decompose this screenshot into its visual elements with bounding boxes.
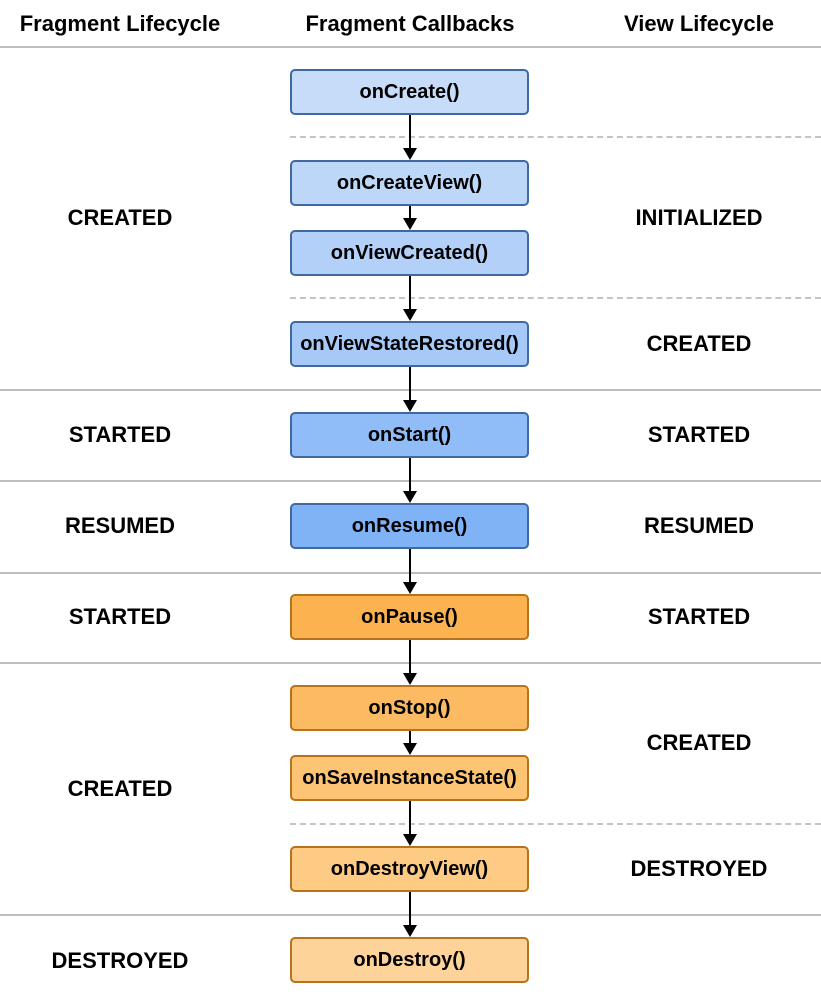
arrow-head xyxy=(403,582,417,594)
view-state-resumed: RESUMED xyxy=(643,513,754,538)
view-state-destroyed: DESTROYED xyxy=(630,856,768,881)
view-state-created: CREATED xyxy=(646,730,752,755)
fragment-state-created: CREATED xyxy=(67,205,173,230)
callback-on-start: onStart() xyxy=(290,412,529,458)
view-lifecycle-header: View Lifecycle xyxy=(623,11,774,36)
view-state-started: STARTED xyxy=(647,604,751,629)
header-divider xyxy=(0,46,821,48)
arrow-down-icon xyxy=(402,276,418,321)
fragment-state-started: STARTED xyxy=(68,422,172,447)
arrow-head xyxy=(403,218,417,230)
view-divider-dashed xyxy=(290,823,821,825)
arrow-shaft xyxy=(409,892,411,927)
arrow-down-icon xyxy=(402,115,418,160)
arrow-down-icon xyxy=(402,367,418,412)
fragment-state-destroyed: DESTROYED xyxy=(51,948,189,973)
arrow-shaft xyxy=(409,115,411,150)
arrow-shaft xyxy=(409,206,411,220)
view-state-created: CREATED xyxy=(646,331,752,356)
arrow-head xyxy=(403,743,417,755)
view-divider-dashed xyxy=(290,136,821,138)
arrow-head xyxy=(403,925,417,937)
fragment-state-created: CREATED xyxy=(67,776,173,801)
arrow-shaft xyxy=(409,731,411,745)
fragment-state-started: STARTED xyxy=(68,604,172,629)
callback-on-destroy: onDestroy() xyxy=(290,937,529,983)
view-state-initialized: INITIALIZED xyxy=(635,205,763,230)
callback-on-resume: onResume() xyxy=(290,503,529,549)
callback-on-stop: onStop() xyxy=(290,685,529,731)
callback-on-create-view: onCreateView() xyxy=(290,160,529,206)
arrow-head xyxy=(403,834,417,846)
arrow-shaft xyxy=(409,549,411,584)
arrow-head xyxy=(403,309,417,321)
arrow-down-icon xyxy=(402,801,418,846)
arrow-shaft xyxy=(409,458,411,493)
callback-on-view-state-restored: onViewStateRestored() xyxy=(290,321,529,367)
arrow-head xyxy=(403,491,417,503)
callback-on-destroy-view: onDestroyView() xyxy=(290,846,529,892)
callback-on-save-instance-state: onSaveInstanceState() xyxy=(290,755,529,801)
arrow-down-icon xyxy=(402,206,418,230)
arrow-down-icon xyxy=(402,458,418,503)
arrow-head xyxy=(403,673,417,685)
fragment-lifecycle-header: Fragment Lifecycle xyxy=(19,11,221,36)
arrow-shaft xyxy=(409,640,411,675)
callback-on-pause: onPause() xyxy=(290,594,529,640)
callback-on-create: onCreate() xyxy=(290,69,529,115)
arrow-head xyxy=(403,400,417,412)
arrow-down-icon xyxy=(402,640,418,685)
arrow-down-icon xyxy=(402,549,418,594)
fragment-callbacks-header: Fragment Callbacks xyxy=(305,11,515,36)
callback-on-view-created: onViewCreated() xyxy=(290,230,529,276)
arrow-down-icon xyxy=(402,892,418,937)
view-state-started: STARTED xyxy=(647,422,751,447)
fragment-state-resumed: RESUMED xyxy=(64,513,175,538)
arrow-shaft xyxy=(409,367,411,402)
view-divider-dashed xyxy=(290,297,821,299)
arrow-shaft xyxy=(409,276,411,311)
arrow-head xyxy=(403,148,417,160)
arrow-shaft xyxy=(409,801,411,836)
arrow-down-icon xyxy=(402,731,418,755)
